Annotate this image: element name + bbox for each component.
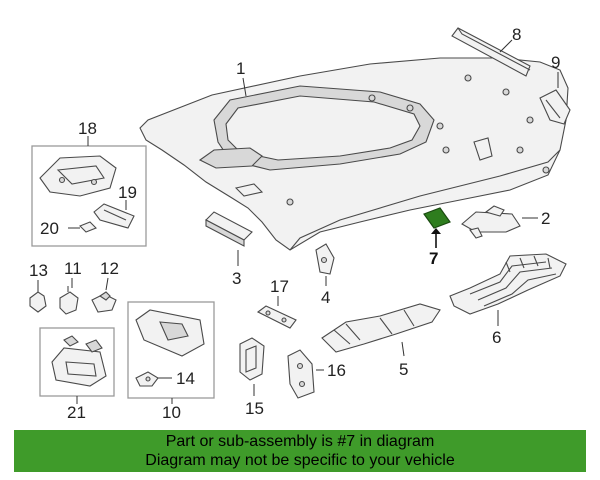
callout-11: 11 — [64, 259, 82, 278]
part-21 — [51, 335, 107, 387]
callout-6: 6 — [492, 328, 501, 347]
part-14 — [135, 371, 159, 387]
part-1-headliner — [139, 57, 569, 251]
part-7-shape — [423, 207, 451, 229]
part-10 — [135, 309, 205, 357]
callout-2: 2 — [541, 209, 550, 228]
notice-banner: Part or sub-assembly is #7 in diagram Di… — [14, 430, 586, 472]
part-5 — [321, 303, 441, 353]
part-3 — [205, 211, 253, 247]
part-12 — [91, 291, 117, 313]
group-box-18 — [31, 145, 147, 247]
callout-4: 4 — [321, 288, 330, 307]
callout-13: 13 — [29, 261, 48, 280]
part-4 — [315, 243, 335, 275]
callout-8: 8 — [512, 25, 521, 44]
callout-19: 19 — [118, 183, 137, 202]
callout-9: 9 — [551, 53, 560, 72]
part-17 — [256, 305, 297, 329]
part-18 — [39, 155, 117, 197]
notice-line-2: Diagram may not be specific to your vehi… — [145, 452, 455, 469]
part-7-highlighted — [423, 207, 451, 248]
callout-21: 21 — [67, 403, 86, 422]
callout-14: 14 — [176, 369, 195, 388]
callout-12: 12 — [100, 259, 119, 278]
part-19 — [93, 203, 135, 229]
callout-7: 7 — [429, 249, 438, 268]
notice-line-1: Part or sub-assembly is #7 in diagram — [165, 433, 435, 450]
callout-17: 17 — [270, 277, 289, 296]
part-8 — [451, 27, 531, 77]
part-16 — [287, 349, 315, 399]
callout-18: 18 — [78, 119, 97, 138]
part-6 — [449, 253, 567, 315]
part-2 — [461, 205, 521, 239]
part-9 — [539, 89, 571, 125]
part-13 — [29, 291, 47, 313]
part-15 — [239, 337, 265, 381]
part-11 — [59, 286, 79, 315]
callout-1: 1 — [236, 59, 245, 78]
callout-5: 5 — [399, 360, 408, 379]
callout-3: 3 — [232, 269, 241, 288]
callout-16: 16 — [327, 361, 346, 380]
callout-20: 20 — [40, 219, 59, 238]
callout-10: 10 — [162, 403, 181, 422]
group-box-10 — [127, 301, 215, 399]
callout-15: 15 — [245, 399, 264, 418]
part-20 — [79, 221, 97, 233]
